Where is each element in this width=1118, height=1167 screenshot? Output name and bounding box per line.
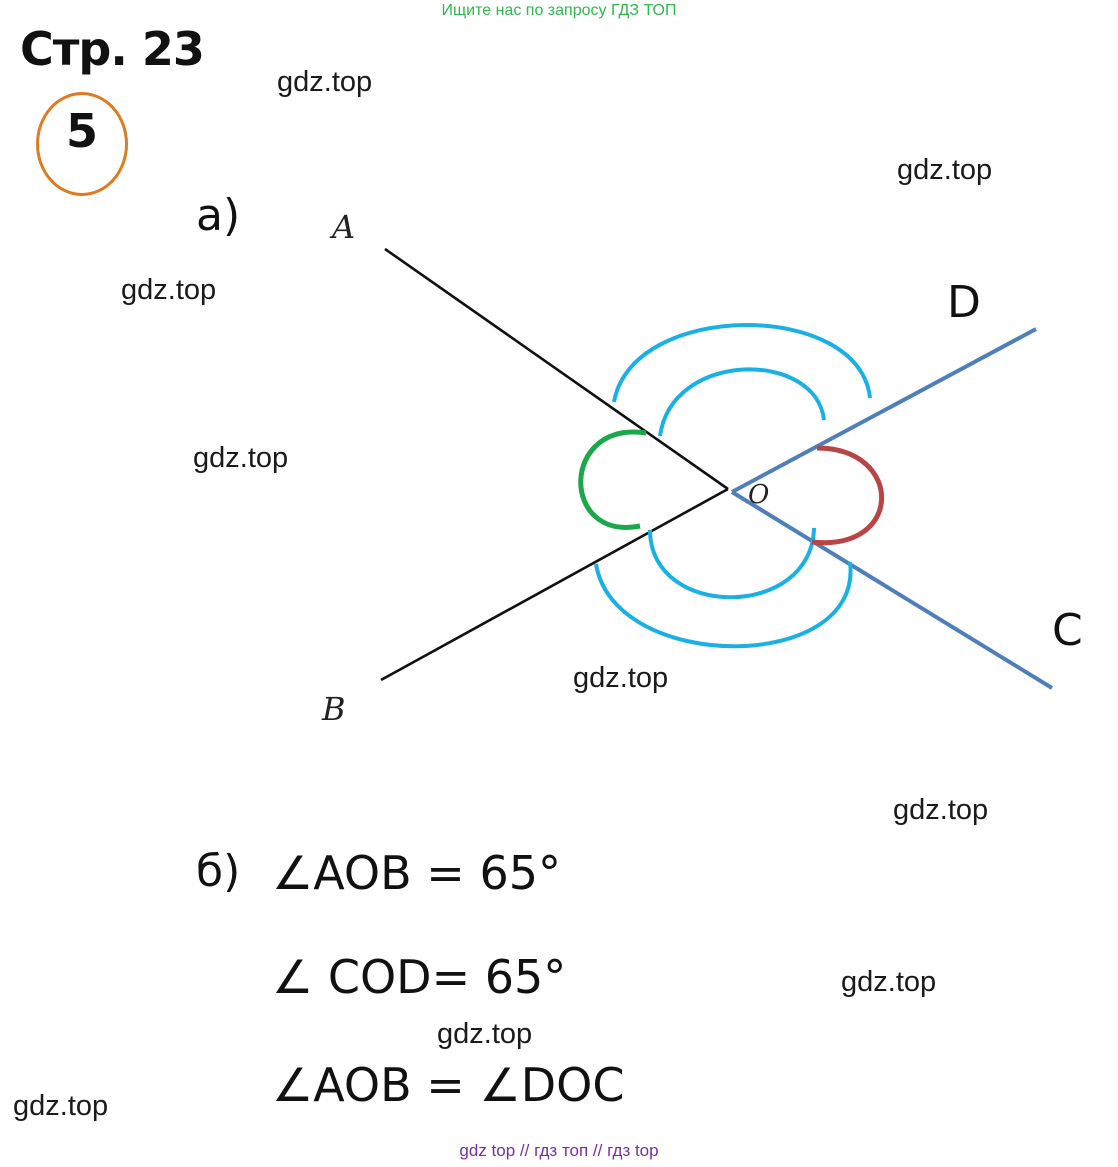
label-C: C xyxy=(1052,605,1083,656)
ray-OA xyxy=(384,247,729,491)
top-banner[interactable]: Ищите нас по запросу ГДЗ ТОП xyxy=(441,2,677,19)
ray-OD xyxy=(731,327,1037,494)
answer-line-1: ∠AOB = 65° xyxy=(272,846,561,900)
page-title: Стр. 23 xyxy=(20,22,205,76)
watermark: gdz.top xyxy=(277,66,373,98)
label-B: B xyxy=(321,690,346,728)
label-D: D xyxy=(947,277,981,328)
watermark: gdz.top xyxy=(193,442,289,474)
watermark: gdz.top xyxy=(573,662,669,694)
arc-red-COD xyxy=(811,445,885,546)
label-O: O xyxy=(748,480,769,510)
task-number: 5 xyxy=(65,104,98,158)
task-number-circle xyxy=(36,92,128,196)
arc-inner-top xyxy=(658,367,826,437)
part-b-label: б) xyxy=(196,846,241,897)
watermark: gdz.top xyxy=(13,1090,109,1122)
watermark: gdz.top xyxy=(121,274,217,306)
watermark: gdz.top xyxy=(437,1018,533,1050)
part-a-label: а) xyxy=(196,190,241,241)
arc-outer-top xyxy=(612,323,872,403)
watermark: gdz.top xyxy=(893,794,989,826)
ray-OB xyxy=(380,487,729,682)
bottom-banner[interactable]: gdz top // гдз топ // гдз top xyxy=(459,1141,659,1160)
label-A: A xyxy=(329,208,355,246)
arc-green-AOB xyxy=(578,429,647,530)
answer-line-3: ∠AOB = ∠DOC xyxy=(272,1058,625,1112)
answer-line-2: ∠ COD= 65° xyxy=(272,950,567,1004)
arc-outer-bottom xyxy=(594,561,853,649)
watermark: gdz.top xyxy=(841,966,937,998)
ray-OC xyxy=(730,490,1054,690)
arc-inner-bottom xyxy=(648,527,816,600)
watermark: gdz.top xyxy=(897,154,993,186)
